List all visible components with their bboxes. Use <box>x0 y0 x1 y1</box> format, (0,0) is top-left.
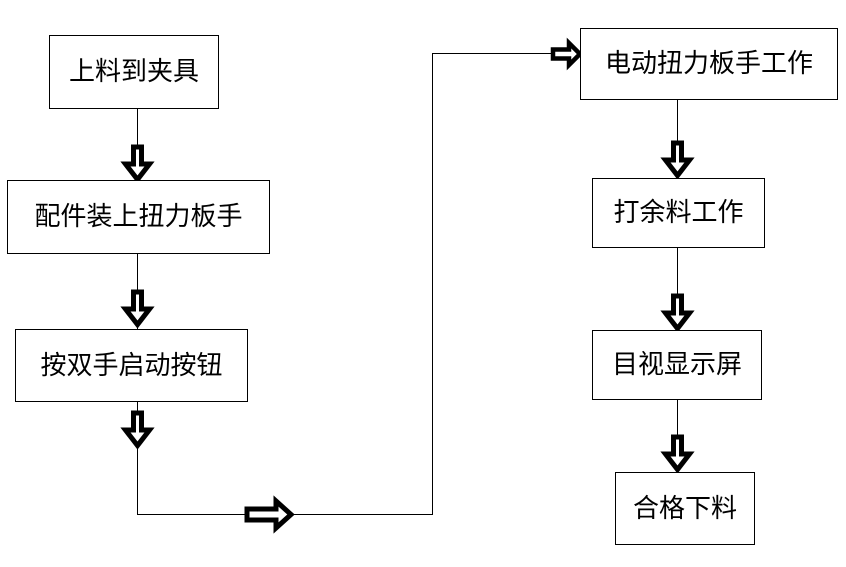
connector-line-n3-down <box>137 402 138 515</box>
process-node-press-two-hand-start[interactable]: 按双手启动按钮 <box>15 329 248 402</box>
process-node-qualified-unload[interactable]: 合格下料 <box>615 472 755 545</box>
node-label: 电动扭力板手工作 <box>604 49 813 79</box>
node-label: 目视显示屏 <box>611 350 742 380</box>
node-label: 上料到夹具 <box>68 57 199 87</box>
connector-line-riser <box>432 53 433 515</box>
arrow-down-icon <box>120 144 155 184</box>
arrow-down-icon <box>660 140 695 180</box>
arrow-right-icon <box>244 495 295 534</box>
arrow-down-icon <box>120 410 155 450</box>
process-node-scrap-removal-work[interactable]: 打余料工作 <box>592 178 765 248</box>
process-node-load-to-fixture[interactable]: 上料到夹具 <box>49 35 219 109</box>
node-label: 按双手启动按钮 <box>40 350 223 381</box>
process-node-visual-display-screen[interactable]: 目视显示屏 <box>592 330 762 400</box>
arrow-right-icon <box>550 37 584 71</box>
node-label: 打余料工作 <box>613 198 744 228</box>
arrow-down-icon <box>120 289 155 329</box>
arrow-down-icon <box>660 434 695 474</box>
connector-line-n5-n6 <box>677 248 678 330</box>
connector-line-top-into-n4 <box>432 53 582 54</box>
node-label: 配件装上扭力板手 <box>34 202 243 232</box>
connector-line-n4-n5 <box>677 100 678 178</box>
arrow-down-icon <box>660 293 695 333</box>
process-node-mount-part-on-wrench[interactable]: 配件装上扭力板手 <box>7 180 270 254</box>
process-node-electric-torque-wrench-work[interactable]: 电动扭力板手工作 <box>580 28 838 100</box>
node-label: 合格下料 <box>632 493 737 524</box>
